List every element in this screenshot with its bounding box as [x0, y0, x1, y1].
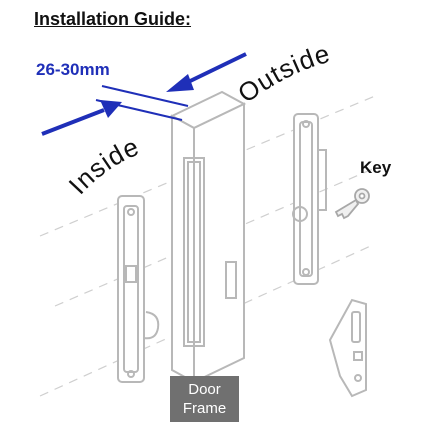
inside-label: Inside [63, 131, 144, 200]
door-frame-line2: Frame [182, 400, 227, 417]
outside-label: Outside [232, 38, 333, 109]
outside-handle [292, 113, 327, 285]
door-frame-block [169, 90, 247, 384]
key-label: Key [360, 158, 392, 177]
door-frame-line1: Door [188, 381, 221, 398]
strike-plate [328, 298, 367, 398]
measurement-label: 26-30mm [36, 60, 110, 79]
measurement-arrows [41, 52, 247, 136]
door-frame-label: Door Frame [170, 376, 239, 422]
inside-handle [117, 195, 160, 383]
page-title: Installation Guide: [34, 9, 192, 29]
key-illustration [334, 188, 370, 220]
